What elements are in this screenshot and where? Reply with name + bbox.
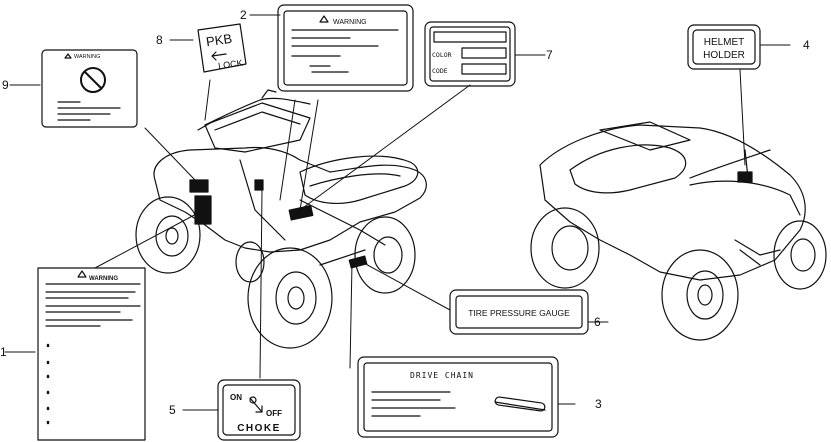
pkb-text: PKB bbox=[205, 31, 233, 49]
callout-2: 2 bbox=[240, 8, 247, 22]
label-8-pkb-lock bbox=[197, 23, 247, 73]
holder-text: HOLDER bbox=[703, 50, 745, 61]
tire-pressure-gauge-text: TIRE PRESSURE GAUGE bbox=[468, 308, 570, 318]
leader-lines bbox=[4, 14, 791, 411]
code-text: CODE bbox=[432, 67, 448, 75]
callout-9: 9 bbox=[2, 78, 9, 92]
choke-on-text: ON bbox=[230, 393, 242, 402]
callout-7: 7 bbox=[546, 48, 553, 62]
choke-text: CHOKE bbox=[237, 423, 281, 434]
callout-8: 8 bbox=[156, 33, 163, 47]
label-2-warning-plate bbox=[277, 4, 414, 92]
callout-3: 3 bbox=[595, 397, 602, 411]
choke-off-text: OFF bbox=[266, 409, 282, 418]
callout-6: 6 bbox=[594, 315, 601, 329]
helmet-text: HELMET bbox=[704, 37, 745, 48]
atv-left-illustration bbox=[135, 89, 427, 349]
callout-1: 1 bbox=[0, 345, 7, 359]
lock-text: LOCK bbox=[218, 58, 244, 71]
atv-right-illustration bbox=[530, 121, 827, 341]
label-7-color-code bbox=[424, 21, 516, 87]
color-text: COLOR bbox=[432, 51, 452, 59]
callout-5: 5 bbox=[169, 403, 176, 417]
label-1-warning-sheet bbox=[37, 267, 146, 441]
label-5-choke bbox=[217, 379, 301, 441]
label-2-warning-text: WARNING bbox=[333, 19, 367, 26]
label-9-warning-text: WARNING bbox=[74, 54, 100, 60]
label-4-helmet-holder bbox=[687, 24, 761, 70]
label-6-tire-pressure-gauge bbox=[449, 289, 589, 335]
label-3-drive-chain bbox=[357, 356, 559, 438]
callout-4: 4 bbox=[803, 38, 810, 52]
label-1-warning-text: WARNING bbox=[89, 276, 118, 282]
label-9-warning-square bbox=[41, 49, 138, 128]
drive-chain-text: DRIVE CHAIN bbox=[410, 371, 474, 380]
